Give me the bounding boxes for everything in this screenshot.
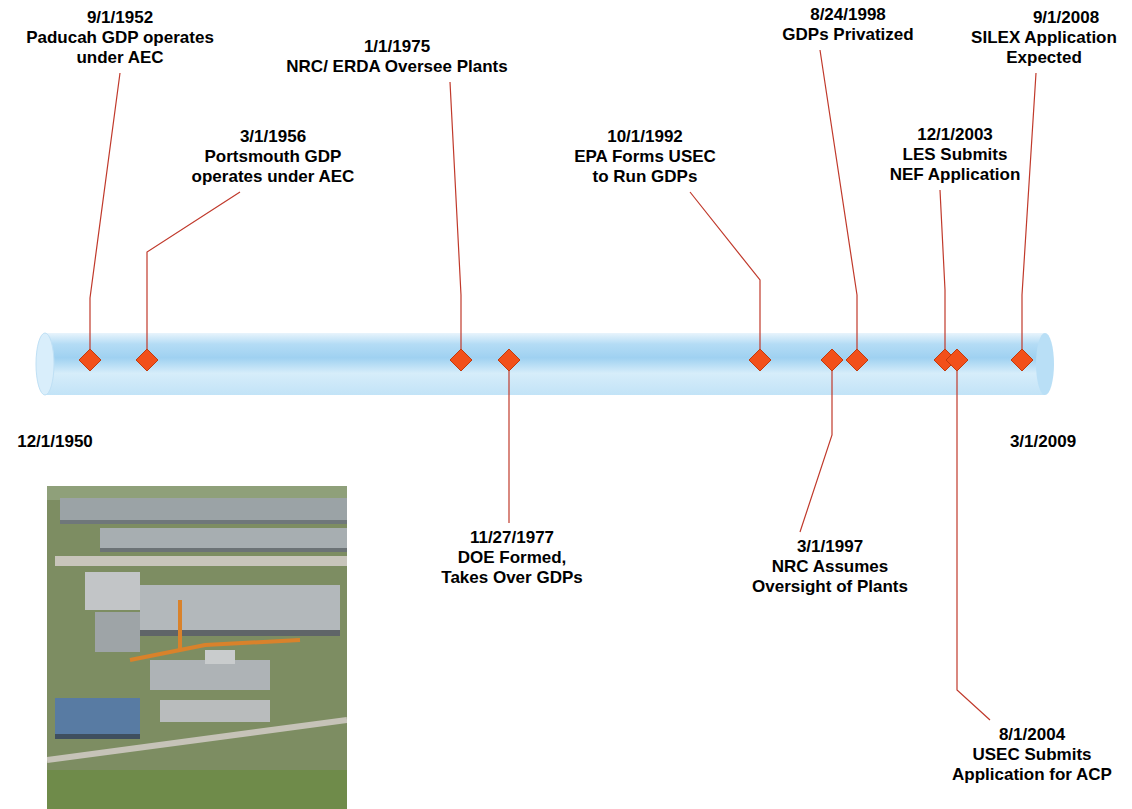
event-description: DOE Formed, Takes Over GDPs [436, 548, 588, 588]
photo-ground [47, 486, 347, 809]
event-date: 10/1/1992 [607, 127, 683, 147]
leader-line [940, 190, 945, 349]
photo-building [95, 612, 140, 652]
event-description: NRC Assumes Oversight of Plants [748, 557, 913, 597]
event-diamond [1011, 349, 1033, 371]
event-date: 3/1/1956 [240, 127, 306, 147]
event-date: 11/27/1977 [470, 528, 554, 548]
photo-building [150, 660, 270, 690]
event-description: NRC/ ERDA Oversee Plants [286, 57, 507, 77]
photo-building [140, 585, 340, 630]
event-date: 8/24/1998 [810, 5, 886, 25]
event-diamond [450, 349, 472, 371]
plant-photo [47, 486, 347, 809]
axis-end-date: 3/1/2009 [1010, 432, 1076, 452]
leader-line [800, 371, 832, 532]
photo-shadow [140, 630, 340, 636]
event-description: SILEX Application Expected [964, 28, 1124, 68]
event-diamond [946, 349, 968, 371]
axis-start-date: 12/1/1950 [17, 432, 93, 452]
event-date: 3/1/1997 [797, 537, 863, 557]
leader-line [450, 82, 461, 349]
event-date: 9/1/2008 [1033, 8, 1099, 28]
leader-line [90, 73, 120, 349]
event-date: 9/1/1952 [87, 8, 153, 28]
leader-line [1022, 73, 1036, 349]
pipe-body [45, 333, 1045, 395]
photo-trees [47, 486, 347, 500]
leader-line [820, 50, 857, 349]
pipe-end [1036, 333, 1054, 395]
leader-line [957, 371, 990, 720]
event-date: 12/1/2003 [917, 125, 993, 145]
event-date: 8/1/2004 [999, 725, 1065, 745]
event-diamond [136, 349, 158, 371]
photo-building [85, 572, 140, 610]
event-date: 1/1/1975 [364, 37, 430, 57]
event-diamond [498, 349, 520, 371]
photo-building [60, 498, 347, 520]
leader-line [147, 192, 240, 349]
photo-road [47, 720, 347, 760]
pipe-end [36, 333, 54, 395]
photo-building [100, 528, 347, 548]
event-description: GDPs Privatized [782, 25, 913, 45]
event-diamond [749, 349, 771, 371]
photo-shadow [55, 734, 140, 739]
leader-line [508, 371, 509, 523]
leader-line [690, 192, 760, 349]
event-diamond [821, 349, 843, 371]
photo-shadow [60, 520, 347, 524]
photo-field [47, 770, 347, 809]
event-description: Portsmouth GDP operates under AEC [183, 147, 363, 187]
event-diamond [846, 349, 868, 371]
photo-building [160, 700, 270, 722]
photo-blue-roof [55, 698, 140, 734]
photo-road [55, 556, 347, 566]
event-description: LES Submits NEF Application [887, 145, 1024, 185]
photo-building [205, 650, 235, 664]
event-description: Paducah GDP operates under AEC [20, 28, 220, 68]
event-description: EPA Forms USEC to Run GDPs [569, 147, 721, 187]
photo-shadow [100, 548, 347, 552]
event-diamond [79, 349, 101, 371]
timeline-pipe [36, 333, 1054, 395]
event-description: USEC Submits Application for ACP [945, 745, 1120, 785]
photo-pipes [178, 600, 182, 650]
